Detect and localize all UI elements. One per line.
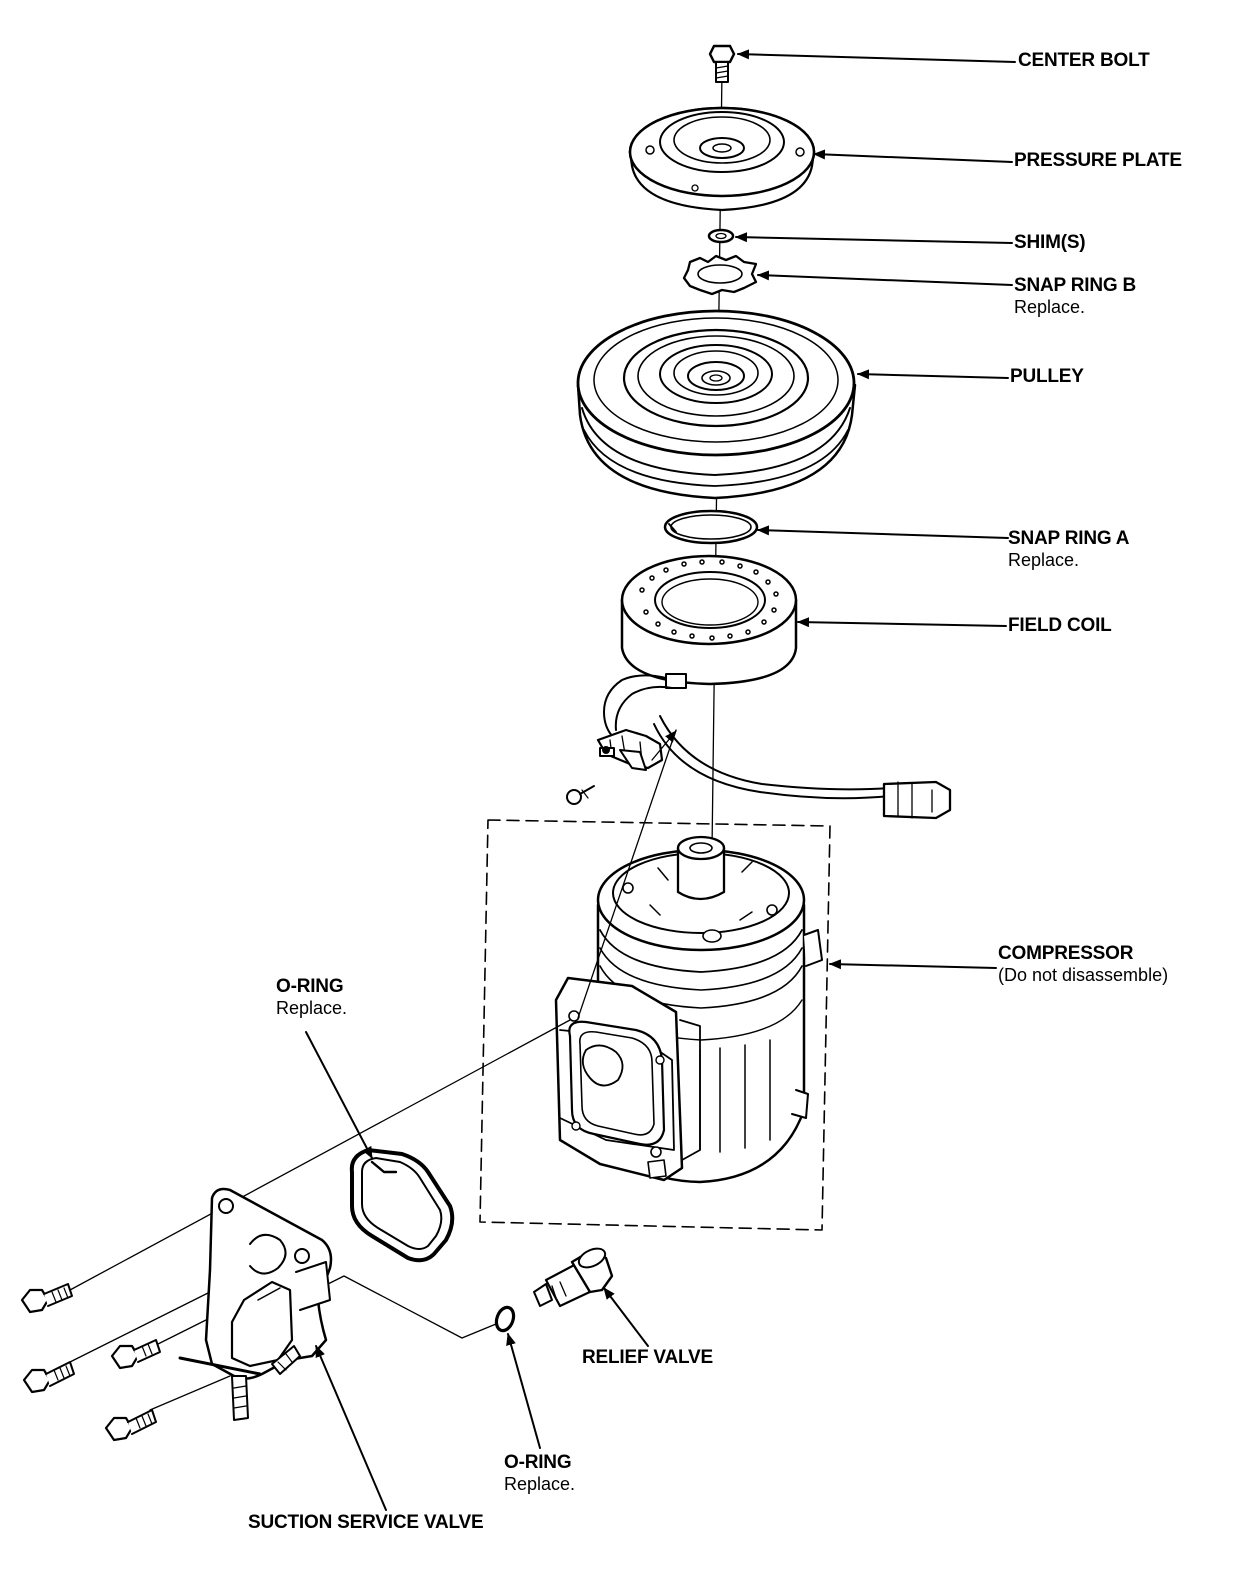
bolt-part [110, 1339, 161, 1370]
harness-leader-arrow [651, 730, 677, 761]
shims-text: SHIM(S) [1014, 232, 1086, 253]
leader-field-coil [797, 617, 1007, 628]
oring-lower-note: Replace. [504, 1473, 576, 1494]
oring-small-part [494, 1305, 516, 1333]
label-field-coil: FIELD COIL [1008, 615, 1112, 637]
relief-valve-text: RELIEF VALVE [582, 1347, 713, 1368]
pressure-plate-text: PRESSURE PLATE [1014, 150, 1182, 171]
oring-upper-note: Replace. [276, 997, 348, 1018]
compressor-part [554, 835, 823, 1184]
relief-valve-part [533, 1247, 614, 1308]
pulley-part [576, 309, 857, 500]
label-snap-ring-b: SNAP RING B Replace. [1014, 275, 1136, 318]
shim-part [707, 228, 735, 244]
compressor-note: (Do not disassemble) [998, 964, 1169, 985]
field-coil-part [620, 554, 798, 686]
suction-service-valve-text: SUCTION SERVICE VALVE [248, 1512, 484, 1533]
leader-oring-lower [506, 1333, 541, 1449]
leader-relief-valve [603, 1287, 649, 1347]
snap-ring-a-part [663, 509, 759, 545]
label-suction-service-valve: SUCTION SERVICE VALVE [248, 1512, 484, 1534]
compressor-dashed-box [479, 819, 831, 1231]
snap-ring-b-note: Replace. [1014, 296, 1086, 317]
suction-service-valve-part [178, 1187, 333, 1421]
center-bolt-text: CENTER BOLT [1018, 50, 1150, 71]
leader-shims [735, 232, 1013, 244]
leader-snap-ring-b [757, 270, 1013, 286]
leader-suction-service-valve [315, 1345, 387, 1511]
label-relief-valve: RELIEF VALVE [582, 1347, 713, 1369]
pressure-plate-part [628, 106, 816, 212]
field-coil-text: FIELD COIL [1008, 615, 1112, 636]
snap-ring-b-part [682, 254, 758, 296]
label-center-bolt: CENTER BOLT [1018, 50, 1150, 72]
pulley-text: PULLEY [1010, 366, 1084, 387]
leader-oring-upper [305, 1031, 373, 1159]
snap-ring-a-text: SNAP RING A [1008, 528, 1130, 549]
bolt-part [104, 1409, 157, 1442]
label-oring-upper: O-RING Replace. [276, 976, 347, 1019]
harness-leader-line [577, 729, 677, 1019]
oring-upper-text: O-RING [276, 976, 344, 997]
label-pulley: PULLEY [1010, 366, 1084, 388]
leader-compressor [829, 959, 997, 970]
leader-pressure-plate [813, 149, 1013, 163]
bolt-part [22, 1361, 75, 1394]
oring-gasket-part [349, 1148, 455, 1263]
leader-snap-ring-a [757, 525, 1009, 539]
label-shims: SHIM(S) [1014, 232, 1086, 254]
snap-ring-b-text: SNAP RING B [1014, 275, 1137, 296]
label-pressure-plate: PRESSURE PLATE [1014, 150, 1182, 172]
bolt-leader-line [157, 1315, 215, 1345]
leader-pulley [857, 369, 1009, 380]
bolt-leader-line [69, 1019, 571, 1291]
label-snap-ring-a: SNAP RING A Replace. [1008, 528, 1130, 571]
center-bolt-part [708, 44, 736, 83]
field-coil-harness [566, 673, 952, 820]
oring-lower-text: O-RING [504, 1452, 572, 1473]
bolt-part [20, 1283, 73, 1314]
label-oring-lower: O-RING Replace. [504, 1452, 575, 1495]
bolt-leader-line [69, 1289, 215, 1363]
label-compressor: COMPRESSOR (Do not disassemble) [998, 943, 1168, 986]
snap-ring-a-note: Replace. [1008, 549, 1080, 570]
compressor-text: COMPRESSOR [998, 943, 1134, 964]
leader-center-bolt [737, 49, 1016, 63]
bolt-leader-line [149, 1375, 231, 1411]
